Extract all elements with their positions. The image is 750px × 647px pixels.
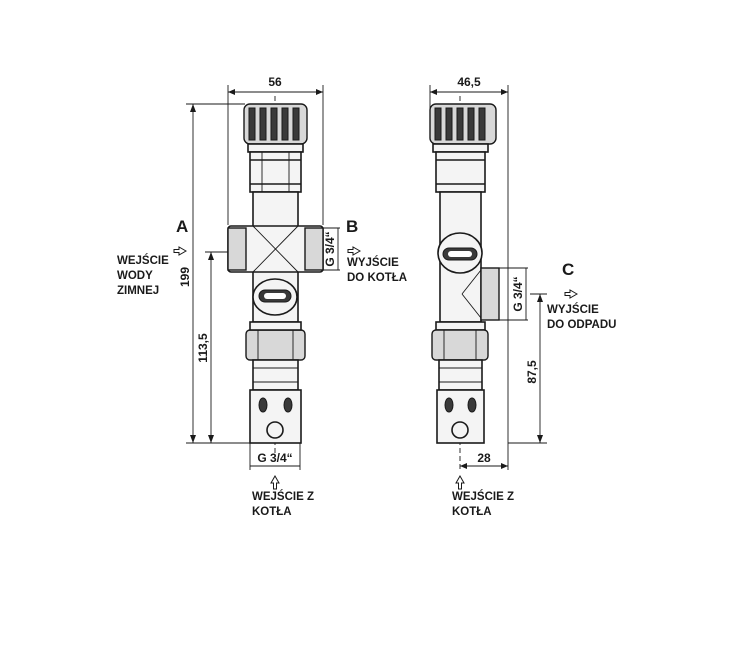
port-a-label-line1: WEJŚCIE: [117, 254, 169, 267]
left-total-height-value: 199: [178, 267, 192, 287]
left-width-value: 56: [268, 75, 282, 89]
left-bottom-thread-value: G 3/4“: [257, 451, 292, 465]
port-b-thread-value: G 3/4“: [323, 231, 337, 266]
port-a-label-line3: ZIMNEJ: [117, 285, 159, 297]
right-knob: [429, 103, 497, 153]
port-b-letter: B: [346, 217, 358, 236]
port-c-letter: C: [562, 260, 574, 279]
port-b-label-line2: DO KOTŁA: [347, 272, 407, 284]
left-total-height-dimension: 199: [178, 103, 250, 444]
port-c-thread-value: G 3/4“: [511, 276, 525, 311]
right-bottom-inlet-arrow-icon: [455, 474, 465, 490]
left-bottom-label-line2: KOTŁA: [252, 506, 292, 518]
port-c-label-line1: WYJŚCIE: [547, 303, 599, 316]
left-knob: [243, 103, 308, 153]
port-c-outlet-arrow-icon: [564, 289, 579, 299]
right-side-height-value: 87,5: [525, 360, 539, 384]
right-width-value: 46,5: [457, 75, 481, 89]
right-bottom-label-line2: KOTŁA: [452, 506, 492, 518]
right-bottom-offset-dimension: 28: [460, 443, 509, 470]
right-valve-body: [437, 191, 500, 323]
port-c-label-line2: DO ODPADU: [547, 319, 616, 331]
left-valve-view: 56 199 113,5: [117, 75, 407, 518]
port-a-label-line2: WODY: [117, 270, 153, 282]
left-bottom-inlet-arrow-icon: [270, 474, 280, 490]
port-a-letter: A: [176, 217, 188, 236]
port-a-inlet-arrow-icon: [173, 246, 188, 256]
right-bottom-label-line1: WEJŚCIE Z: [452, 490, 514, 503]
left-lower-height-dimension: 113,5: [196, 251, 228, 443]
port-b-label-line1: WYJŚCIE: [347, 256, 399, 269]
right-side-height-dimension: 87,5: [508, 293, 547, 444]
left-valve-body: [227, 191, 324, 323]
right-bottom-offset-value: 28: [477, 451, 491, 465]
port-b-thread-dimension: G 3/4“: [323, 227, 340, 271]
left-bottom-label-line1: WEJŚCIE Z: [252, 490, 314, 503]
left-width-dimension: 56: [227, 75, 324, 225]
port-c-thread-dimension: G 3/4“: [499, 267, 528, 321]
left-bottom-thread-dimension: G 3/4“: [249, 443, 301, 470]
port-b-outlet-arrow-icon: [347, 246, 362, 256]
right-bottom-tail: [436, 359, 485, 444]
left-lower-height-value: 113,5: [196, 333, 210, 363]
right-valve-view: 46,5: [429, 75, 616, 518]
left-bottom-tail: [249, 359, 302, 444]
right-width-dimension: 46,5: [429, 75, 509, 443]
